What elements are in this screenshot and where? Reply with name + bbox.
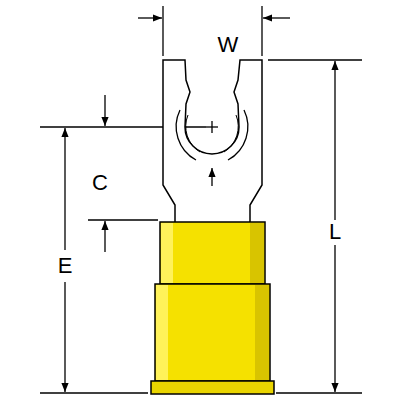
dimension-label: W [216, 33, 241, 57]
dimension-label: E [56, 254, 75, 278]
dimension-label: L [327, 220, 343, 244]
dimension-label: C [90, 171, 110, 195]
